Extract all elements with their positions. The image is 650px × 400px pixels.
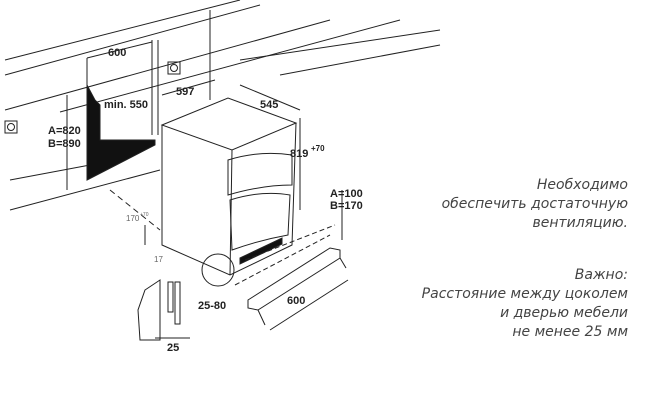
plinth-depth-tolerance: +70: [140, 212, 149, 218]
important-title: Важно:: [574, 267, 628, 283]
door-gap-label: 25-80: [198, 300, 226, 312]
important-note: Важно: Расстояние между цоколем и дверью…: [422, 266, 628, 342]
plinth-width-label: 600: [287, 295, 305, 307]
niche-depth-label: min. 550: [104, 99, 148, 111]
note-line: Расстояние между цоколем: [421, 286, 628, 302]
note-line: обеспечить достаточную: [441, 196, 628, 212]
side-gap-label: 17: [154, 255, 163, 264]
detail-gap-label: 25: [167, 342, 179, 354]
note-line: не менее 25 мм: [512, 324, 628, 340]
note-line: Необходимо: [536, 177, 628, 193]
note-line: вентиляцию.: [532, 215, 628, 231]
appliance-height-tolerance: +70: [311, 144, 325, 153]
appliance-height-label: 819: [290, 148, 308, 160]
niche-height-a-label: A=820: [48, 125, 81, 137]
plinth-height-a-label: A=100: [330, 188, 363, 200]
plinth-height-b-label: B=170: [330, 200, 363, 212]
ventilation-note: Необходимо обеспечить достаточную вентил…: [442, 176, 628, 233]
drawing-lines: [4, 0, 441, 341]
appliance-depth-label: 545: [260, 99, 278, 111]
plinth-depth-label: 170: [126, 214, 140, 223]
niche-height-b-label: B=890: [48, 138, 81, 150]
note-line: и дверью мебели: [500, 305, 628, 321]
niche-width-label: 600: [108, 47, 126, 59]
appliance-width-label: 597: [176, 86, 194, 98]
